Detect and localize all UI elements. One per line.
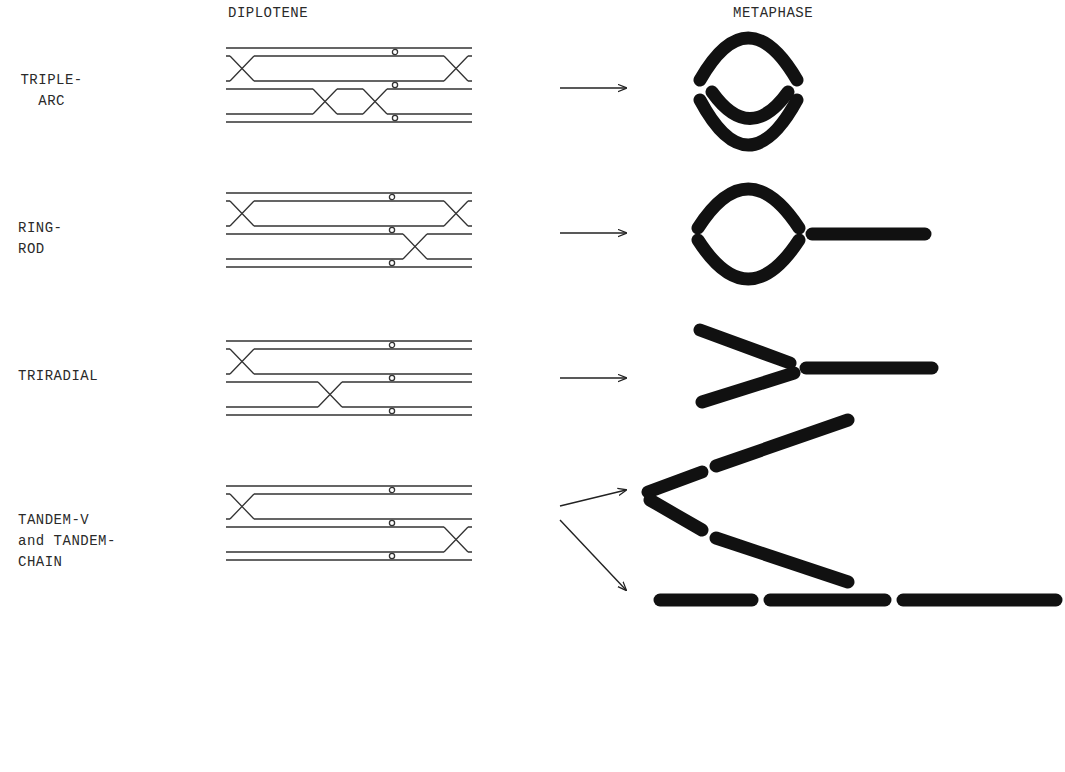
row-label: TRIPLE- ARC [18,70,85,112]
diplotene-trivalent [226,486,472,560]
row-label: TRIRADIAL [18,366,98,387]
transition-arrow [560,88,626,590]
diplotene-trivalent [226,48,472,122]
row-label: RING- ROD [18,218,68,260]
diplotene-trivalent [226,341,472,415]
diplotene-trivalent [226,193,472,267]
metaphase-chromosomes [648,38,1056,600]
column-heading: DIPLOTENE [228,3,308,24]
row-label: TANDEM-V and TANDEM-CHAIN [18,510,123,573]
column-heading: METAPHASE [733,3,813,24]
